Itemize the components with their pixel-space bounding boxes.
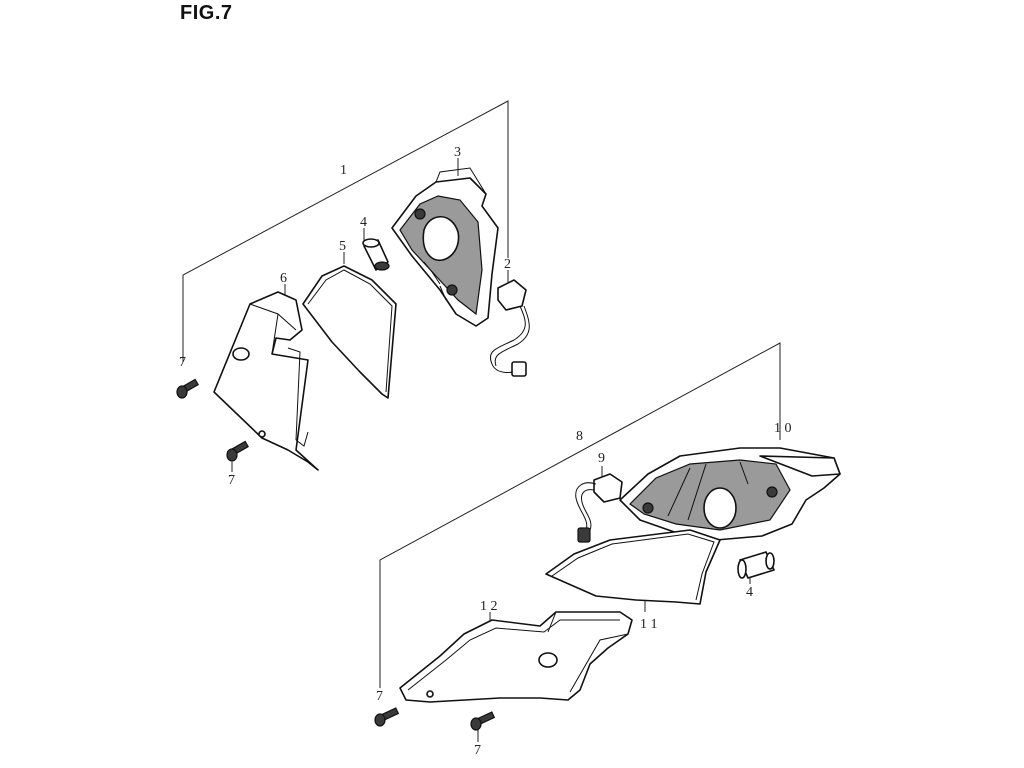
part-6-front-cover	[213, 291, 319, 471]
callout-7-c: 7	[376, 689, 383, 704]
callout-8: 8	[576, 429, 583, 444]
part-12-cover-lower	[399, 611, 633, 703]
callout-9: 9	[598, 451, 605, 466]
screw-7d	[470, 711, 496, 731]
callout-1: 1	[340, 163, 347, 178]
callout-4-lower: 4	[746, 585, 753, 600]
screw-7c	[374, 707, 400, 727]
callout-10: 1 0	[774, 421, 792, 436]
part-10-housing-lower	[619, 447, 841, 541]
callout-labels: 1 2 3 4 5 6 7 7 8 9 1 0 1 1 1 2 4 7 7	[179, 145, 792, 758]
screw-7b	[226, 440, 249, 462]
part-2-socket-wire-upper	[490, 279, 530, 377]
callout-4-upper: 4	[360, 215, 367, 230]
assembly-bracket-lower	[379, 342, 781, 688]
callout-6: 6	[280, 271, 287, 286]
callout-7-a: 7	[179, 355, 186, 370]
callout-7-d: 7	[474, 743, 481, 758]
part-4-bulb-lower	[737, 551, 775, 579]
figure-title: FIG.7	[180, 2, 233, 24]
callout-3: 3	[454, 145, 461, 160]
callout-7-b: 7	[228, 473, 235, 488]
part-3-housing-upper	[391, 167, 499, 327]
assembly-bracket-upper	[182, 100, 509, 362]
callout-12: 1 2	[480, 599, 498, 614]
callout-5: 5	[339, 239, 346, 254]
screw-7a	[176, 378, 199, 399]
callout-2: 2	[504, 257, 511, 272]
part-9-socket-wire-lower	[575, 473, 623, 543]
part-11-lens-lower	[545, 529, 721, 605]
callout-11: 1 1	[640, 617, 658, 632]
part-5-lens	[302, 265, 397, 399]
part-4-bulb-upper	[362, 238, 390, 271]
